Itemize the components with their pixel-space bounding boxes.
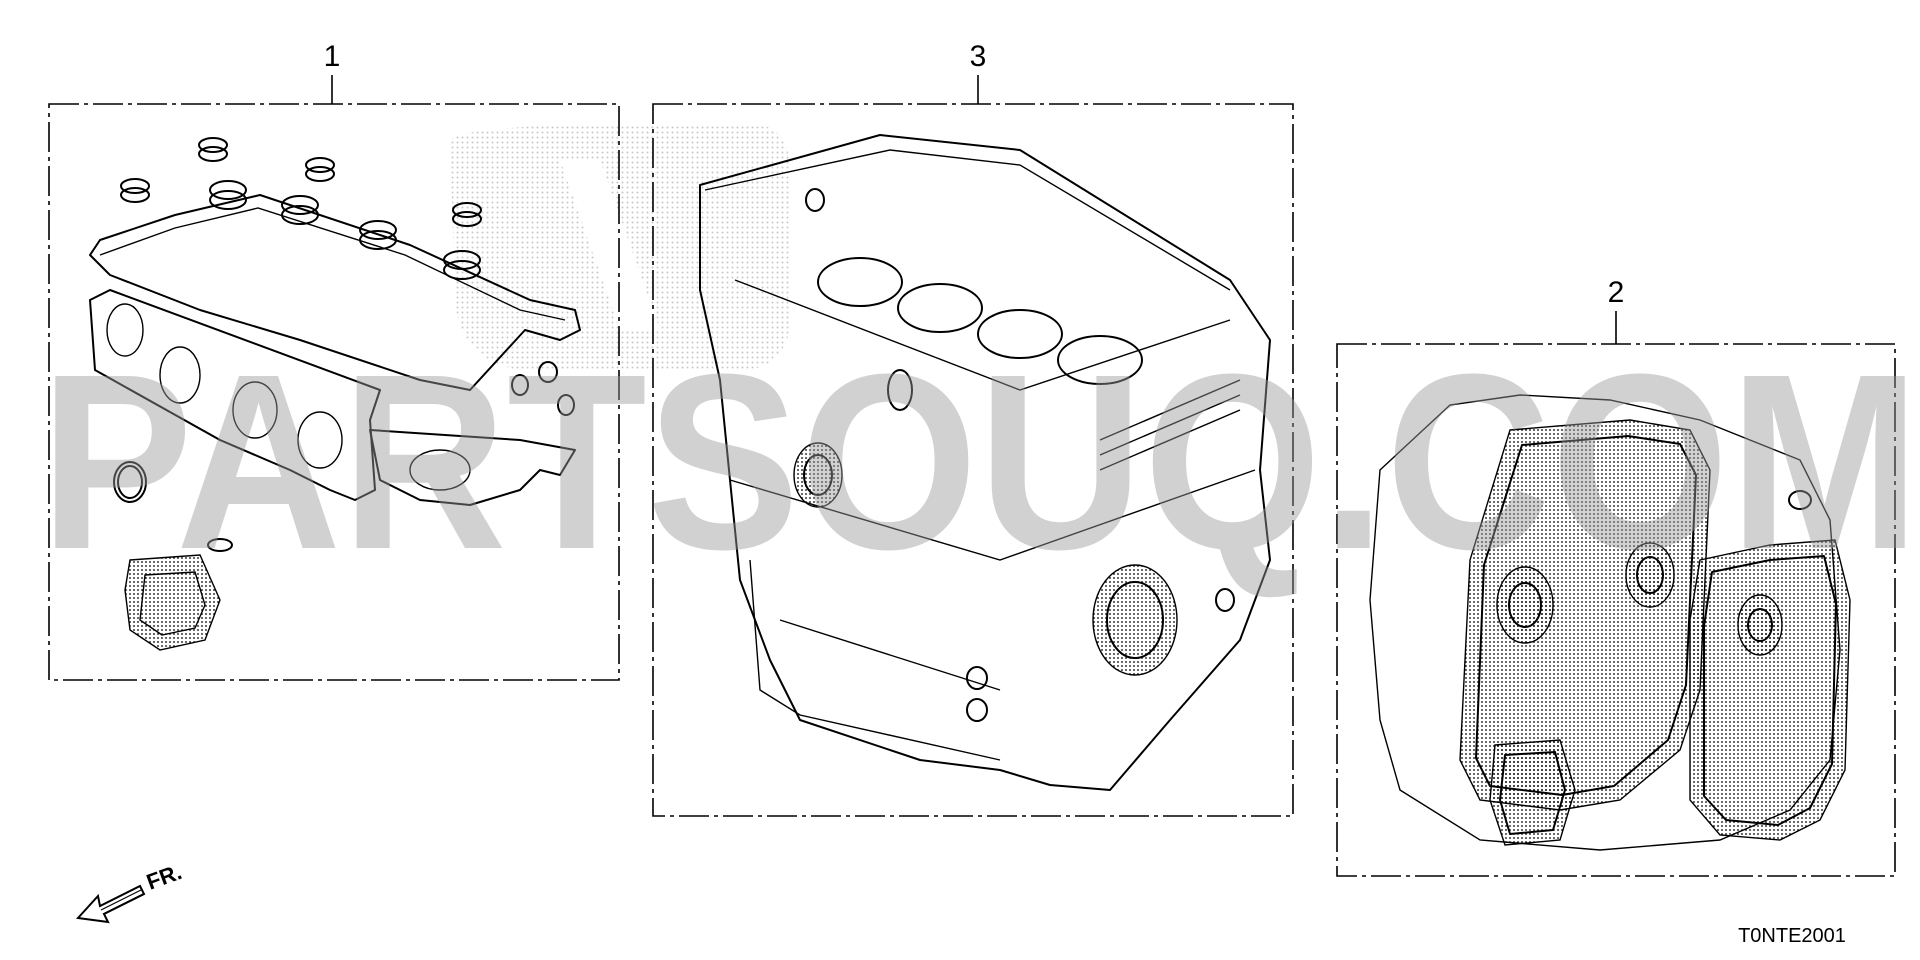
shaft-seal-1 — [1496, 566, 1554, 644]
cylinder-bores — [817, 257, 1143, 385]
o-ring — [113, 461, 147, 503]
engine-block-outline — [699, 134, 1271, 791]
callout-label-3: 3 — [970, 40, 987, 73]
intake-manifold-gasket — [89, 289, 381, 501]
callout-1[interactable]: 1 — [324, 40, 341, 104]
crank-seal-rear — [793, 442, 843, 508]
case-gasket-left — [1459, 419, 1711, 811]
front-direction-indicator: FR. — [75, 859, 185, 924]
shaft-seal-3 — [1737, 594, 1783, 656]
cover-gasket — [1489, 739, 1576, 846]
crank-seal-front — [1092, 564, 1178, 676]
shaft-seal-2 — [1625, 542, 1675, 608]
cylinder-head-gasket — [369, 429, 576, 506]
transmission-gasket-kit-parts — [1369, 394, 1851, 851]
watermark-text: PARTSOUQ.COM — [40, 322, 1920, 601]
kit-1-frame — [48, 103, 620, 681]
callout-3[interactable]: 3 — [970, 40, 987, 104]
head-gasket-kit-parts — [89, 137, 581, 651]
engine-block-kit-parts — [699, 134, 1271, 791]
diagram-code: T0NTE2001 — [1738, 925, 1846, 947]
callout-label-1: 1 — [324, 40, 341, 73]
front-arrow-icon — [75, 884, 146, 924]
valve-cover-gasket — [89, 194, 581, 391]
callout-2[interactable]: 2 — [1608, 276, 1625, 344]
callout-label-2: 2 — [1608, 276, 1625, 309]
front-direction-label: FR. — [143, 859, 185, 895]
valve-seal-grommets — [120, 137, 482, 280]
kit-3-frame — [652, 103, 1294, 817]
case-gasket-right — [1689, 539, 1851, 841]
kit-2-frame — [1336, 343, 1896, 877]
